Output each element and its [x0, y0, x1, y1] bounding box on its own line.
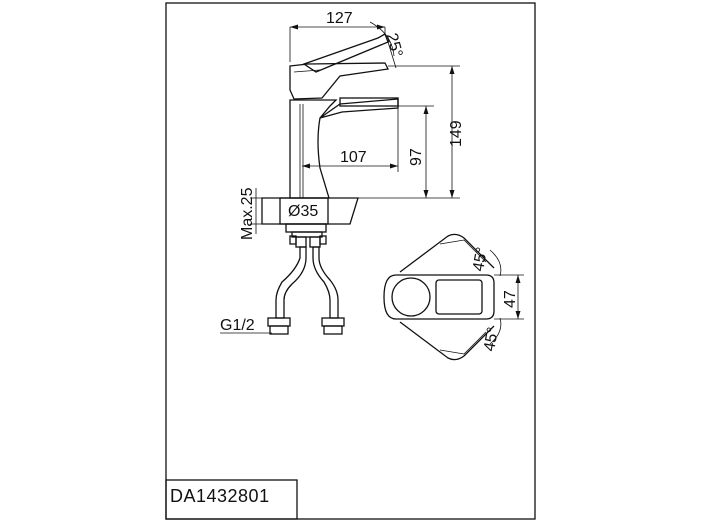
spout	[319, 98, 399, 119]
body-top-outline	[383, 274, 495, 320]
dim-rotation-top: 45°	[470, 246, 491, 273]
hose-left	[275, 246, 307, 319]
hose-fitting-right	[321, 317, 345, 327]
hose-right	[312, 246, 339, 319]
handle-outline-bottom	[399, 321, 495, 361]
dim-mounting-hole: Ø35	[288, 203, 318, 220]
dim-rotation-bottom: 45°	[481, 326, 502, 353]
side-view: 127 25° 149 97 107 Max.25 Ø35 G1/2	[220, 10, 465, 335]
dim-spout-reach: 107	[340, 149, 367, 166]
handle-top-plate	[435, 279, 483, 315]
drawing-frame	[165, 2, 536, 520]
handle-cap	[289, 62, 389, 100]
dim-spout-height: 97	[408, 148, 425, 166]
top-view: 47 45° 45°	[383, 233, 524, 361]
title-block	[165, 479, 298, 520]
dim-overall-length: 127	[326, 10, 353, 27]
hose-fitting-left	[267, 317, 291, 327]
model-code: DA1432801	[170, 486, 270, 506]
dim-handle-angle: 25°	[383, 31, 406, 59]
dim-total-height: 149	[448, 120, 465, 147]
handle-lever	[302, 33, 389, 73]
handle-outline-top	[399, 233, 495, 273]
dim-body-width: 47	[502, 290, 519, 308]
dim-thread: G1/2	[220, 317, 255, 334]
faucet-body	[289, 99, 338, 199]
mounting-nut	[285, 223, 327, 233]
dim-max-deck: Max.25	[239, 187, 256, 240]
spout-circle	[391, 277, 431, 317]
